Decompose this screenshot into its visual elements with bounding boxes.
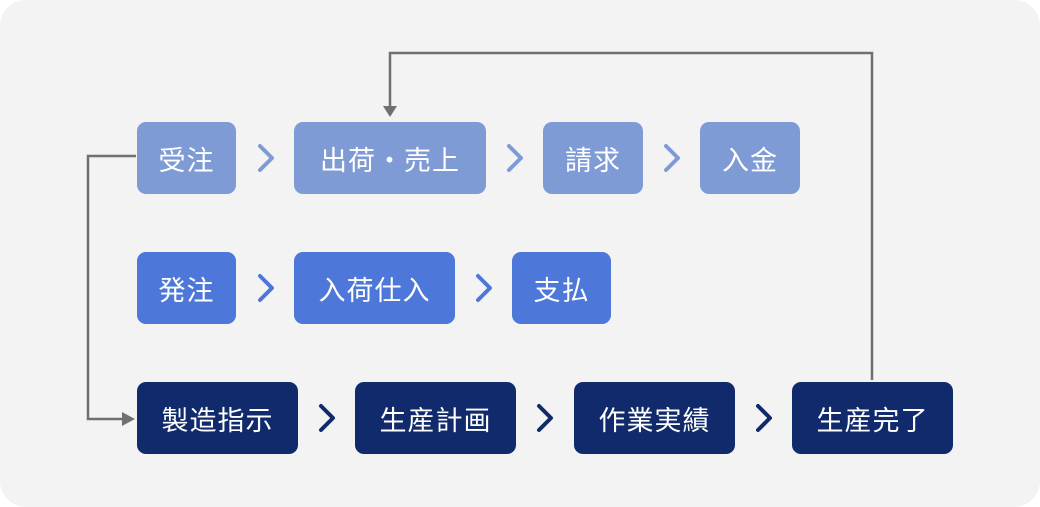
node-payment: 支払 — [512, 252, 611, 324]
chevron-right-icon — [507, 144, 523, 172]
node-shipping-sales: 出荷・売上 — [294, 122, 486, 194]
return-connector — [388, 51, 874, 380]
chevron-right-icon — [756, 404, 772, 432]
order-to-mfg-connector-arrowhead — [122, 412, 135, 426]
node-payment-received: 入金 — [700, 122, 800, 194]
chevron-right-icon — [537, 404, 553, 432]
order-to-mfg-connector — [86, 154, 136, 421]
node-order-received: 受注 — [137, 122, 236, 194]
node-goods-receipt: 入荷仕入 — [294, 252, 455, 324]
node-production-complete: 生産完了 — [792, 382, 953, 454]
return-connector-arrowhead — [383, 106, 397, 117]
node-production-plan: 生産計画 — [355, 382, 516, 454]
node-invoice: 請求 — [543, 122, 643, 194]
chevron-right-icon — [258, 274, 274, 302]
chevron-right-icon — [664, 144, 680, 172]
chevron-right-icon — [476, 274, 492, 302]
chevron-right-icon — [319, 404, 335, 432]
node-purchase-order: 発注 — [137, 252, 236, 324]
node-work-results: 作業実績 — [574, 382, 735, 454]
node-manufacturing-order: 製造指示 — [137, 382, 298, 454]
chevron-right-icon — [258, 144, 274, 172]
